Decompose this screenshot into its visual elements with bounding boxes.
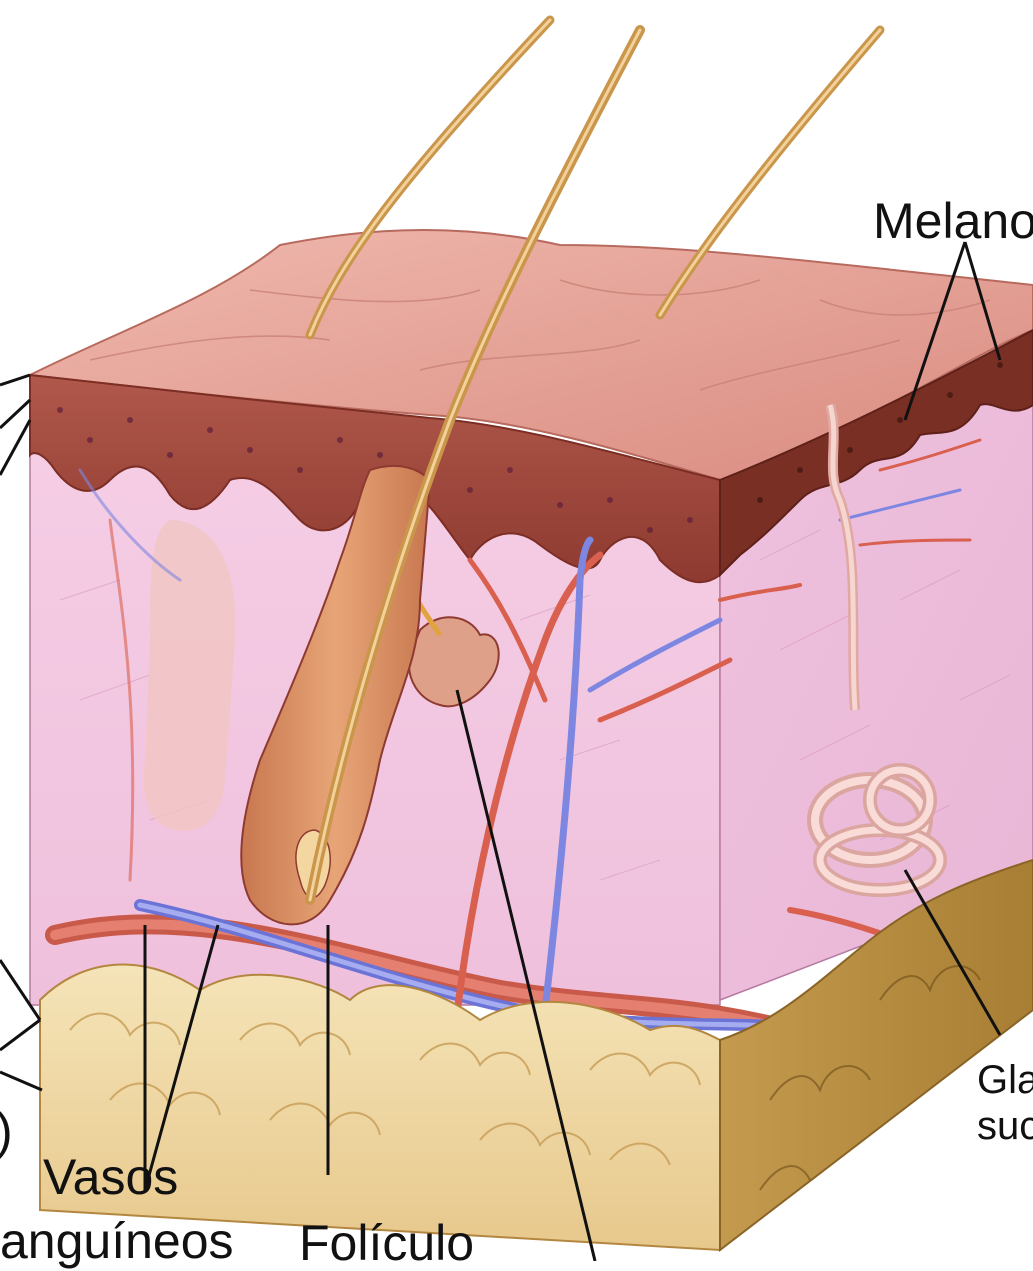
label-melanocytes: Melanoc [873, 196, 1033, 246]
faded-follicle [144, 520, 236, 831]
label-left-paren: ) [0, 1106, 13, 1156]
label-sweat-gland-line2: suc [977, 1106, 1033, 1146]
label-blood-vessels-line2: anguíneos [0, 1216, 234, 1266]
label-sweat-gland-line1: Gla [977, 1060, 1033, 1100]
label-blood-vessels-line1: Vasos [43, 1152, 178, 1202]
